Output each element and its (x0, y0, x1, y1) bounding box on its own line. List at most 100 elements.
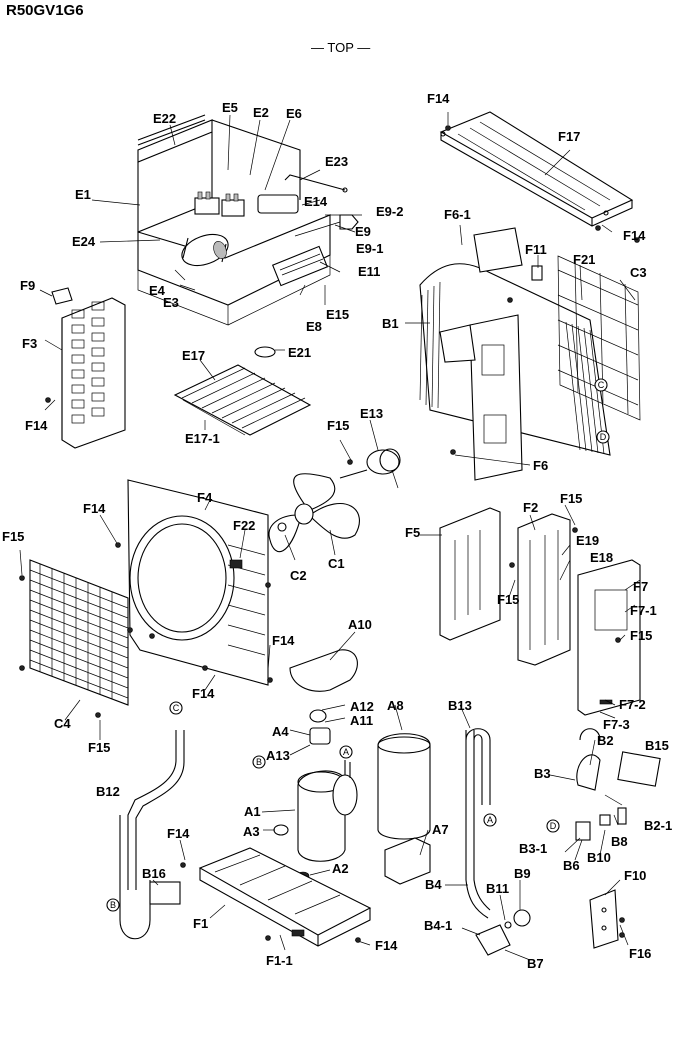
marker-c-top: C (598, 380, 605, 390)
label-b11: B11 (486, 881, 509, 896)
label-a12: A12 (350, 699, 374, 714)
label-f14: F14 (192, 686, 215, 701)
label-b3: B3 (534, 766, 551, 781)
circled-markers: C D C B A B A D (106, 378, 610, 912)
label-f16: F16 (629, 946, 651, 961)
label-e22: E22 (153, 111, 176, 126)
label-e17-1: E17-1 (185, 431, 220, 446)
label-e13: E13 (360, 406, 383, 421)
label-e19: E19 (576, 533, 599, 548)
label-b2-1: B2-1 (644, 818, 672, 833)
pipe-b13 (465, 728, 491, 919)
marker-a-b13: A (487, 815, 493, 825)
label-f14: F14 (375, 938, 398, 953)
label-b9: B9 (514, 866, 531, 881)
label-a2: A2 (332, 861, 349, 876)
label-f15: F15 (327, 418, 349, 433)
propeller-fan-c1 (268, 473, 360, 553)
label-f14: F14 (167, 826, 190, 841)
label-f10: F10 (624, 868, 646, 883)
marker-b-pipe: B (110, 900, 116, 910)
label-e5: E5 (222, 100, 238, 115)
compressor-a1 (273, 709, 358, 881)
label-f15: F15 (630, 628, 652, 643)
label-e8: E8 (306, 319, 322, 334)
label-f15: F15 (497, 592, 519, 607)
side-panel-f5 (439, 507, 501, 641)
label-f11: F11 (525, 242, 547, 257)
label-f14: F14 (272, 633, 295, 648)
label-f6-1: F6-1 (444, 207, 471, 222)
label-b12: B12 (96, 784, 120, 799)
label-f14: F14 (623, 228, 646, 243)
label-f1: F1 (193, 916, 208, 931)
label-b13: B13 (448, 698, 472, 713)
electrical-box-assembly (137, 114, 359, 326)
label-f15: F15 (2, 529, 24, 544)
label-c4: C4 (54, 716, 71, 731)
insulator-b15 (617, 751, 661, 787)
top-panel-f17 (439, 111, 634, 227)
label-a1: A1 (244, 804, 261, 819)
part-labels: F14 F17 F14 E22 E5 E2 E6 E23 E1 E14 E9-2… (2, 91, 672, 971)
label-f5: F5 (405, 525, 420, 540)
side-panel-f3 (51, 287, 126, 449)
wire-guard-c3 (531, 255, 641, 421)
label-b6: B6 (563, 858, 580, 873)
service-panel-f2 (517, 513, 571, 666)
pipe-b12 (119, 730, 185, 940)
insulation-a8 (377, 733, 431, 840)
label-f6: F6 (533, 458, 548, 473)
label-e9-2: E9-2 (376, 204, 403, 219)
pad-a7 (384, 837, 431, 885)
label-b1: B1 (382, 316, 399, 331)
label-a10: A10 (348, 617, 372, 632)
label-f3: F3 (22, 336, 37, 351)
screws (19, 125, 640, 943)
leader-lines (19, 112, 641, 961)
label-f17: F17 (558, 129, 580, 144)
ring-e21 (254, 346, 276, 358)
label-a11: A11 (350, 713, 373, 728)
cover-a10 (289, 649, 358, 692)
fan-motor-e13 (339, 448, 401, 489)
label-f22: F22 (233, 518, 255, 533)
marker-d-top: D (600, 432, 607, 442)
label-c2: C2 (290, 568, 307, 583)
label-f14: F14 (427, 91, 450, 106)
label-e11: E11 (358, 264, 380, 279)
label-f2: F2 (523, 500, 538, 515)
label-e9-1: E9-1 (356, 241, 383, 256)
label-f7-3: F7-3 (603, 717, 630, 732)
label-e1: E1 (75, 187, 91, 202)
label-f14: F14 (83, 501, 106, 516)
label-e6: E6 (286, 106, 302, 121)
label-b2: B2 (597, 733, 614, 748)
valve-b7 (475, 909, 531, 956)
label-e21: E21 (288, 345, 311, 360)
label-b4: B4 (425, 877, 442, 892)
label-f7-1: F7-1 (630, 603, 657, 618)
label-f21: F21 (573, 252, 595, 267)
cover-f7 (577, 559, 641, 716)
label-e4: E4 (149, 283, 166, 298)
label-e24: E24 (72, 234, 96, 249)
label-b16: B16 (142, 866, 166, 881)
label-f7: F7 (633, 579, 648, 594)
label-f14: F14 (25, 418, 48, 433)
label-f1-1: F1-1 (266, 953, 293, 968)
label-f15: F15 (560, 491, 582, 506)
label-f15: F15 (88, 740, 110, 755)
label-a3: A3 (243, 824, 260, 839)
label-e14: E14 (304, 194, 328, 209)
label-a4: A4 (272, 724, 289, 739)
top-marker: — TOP — (311, 40, 371, 55)
label-b3-1: B3-1 (519, 841, 547, 856)
label-c1: C1 (328, 556, 345, 571)
marker-d-b3: D (550, 821, 557, 831)
condenser-coil-b1 (419, 227, 611, 481)
label-e3: E3 (163, 295, 179, 310)
label-e23: E23 (325, 154, 348, 169)
